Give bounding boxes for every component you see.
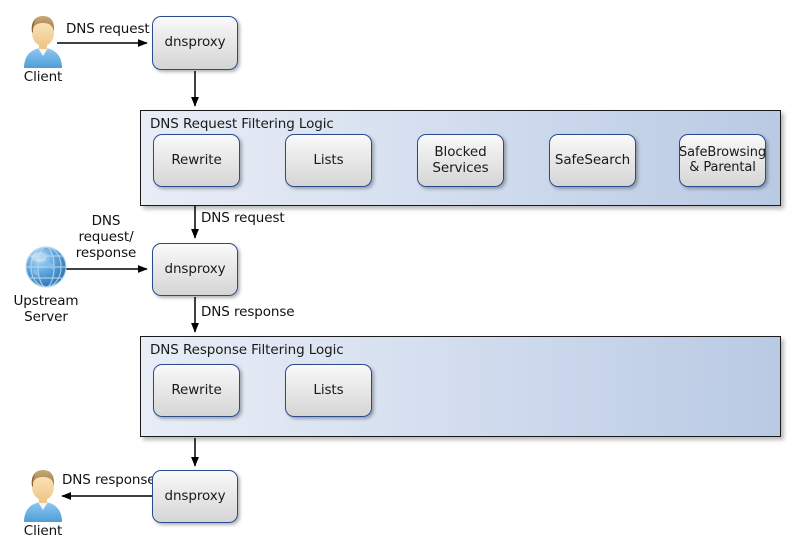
node-label-line2: & Parental <box>689 159 756 175</box>
upstream-caption-line1: Upstream <box>13 293 79 309</box>
node-req-safebrowsing-parental[interactable]: SafeBrowsing & Parental <box>679 134 766 187</box>
node-req-rewrite[interactable]: Rewrite <box>153 134 240 187</box>
edge-label-proxy-to-request-filter: DNS request <box>201 210 285 226</box>
roundtrip-line1: DNS <box>91 213 121 229</box>
node-label: SafeSearch <box>554 151 631 168</box>
node-resp-lists[interactable]: Lists <box>285 364 372 417</box>
request-filtering-title: DNS Request Filtering Logic <box>150 116 334 132</box>
node-req-safesearch[interactable]: SafeSearch <box>549 134 636 187</box>
node-label: Rewrite <box>171 151 222 168</box>
node-dnsproxy-bottom[interactable]: dnsproxy <box>152 470 238 523</box>
node-label: Lists <box>313 151 344 168</box>
node-req-lists[interactable]: Lists <box>285 134 372 187</box>
actor-caption-client-bottom: Client <box>23 523 63 539</box>
globe-icon <box>22 242 70 292</box>
node-label: Rewrite <box>171 381 222 398</box>
node-dnsproxy-middle[interactable]: dnsproxy <box>152 243 238 296</box>
node-label: Lists <box>313 381 344 398</box>
node-req-blocked-services[interactable]: Blocked Services <box>417 134 504 187</box>
person-icon <box>20 14 66 68</box>
edge-label-upstream-roundtrip: DNS request/ response <box>66 213 146 262</box>
actor-caption-client-top: Client <box>23 69 63 85</box>
node-label: dnsproxy <box>164 260 226 277</box>
node-label: dnsproxy <box>164 34 226 51</box>
edge-label-proxy-to-client: DNS response <box>62 472 156 488</box>
response-filtering-title: DNS Response Filtering Logic <box>150 342 344 358</box>
edge-label-proxy-to-response-filter: DNS response <box>201 304 295 320</box>
node-label-line1: Blocked <box>434 144 487 161</box>
person-icon <box>20 468 66 522</box>
node-resp-rewrite[interactable]: Rewrite <box>153 364 240 417</box>
node-label: dnsproxy <box>164 487 226 504</box>
upstream-caption-line2: Server <box>24 308 68 325</box>
roundtrip-line2: request/ <box>78 228 134 245</box>
response-filtering-container: DNS Response Filtering Logic <box>140 336 781 437</box>
actor-caption-upstream: Upstream Server <box>4 293 88 326</box>
edge-label-client-to-proxy: DNS request <box>66 21 150 37</box>
node-label-line1: SafeBrowsing <box>678 144 767 160</box>
node-dnsproxy-top[interactable]: dnsproxy <box>152 16 238 70</box>
node-label-line2: Services <box>432 159 489 176</box>
roundtrip-line3: response <box>75 244 137 261</box>
